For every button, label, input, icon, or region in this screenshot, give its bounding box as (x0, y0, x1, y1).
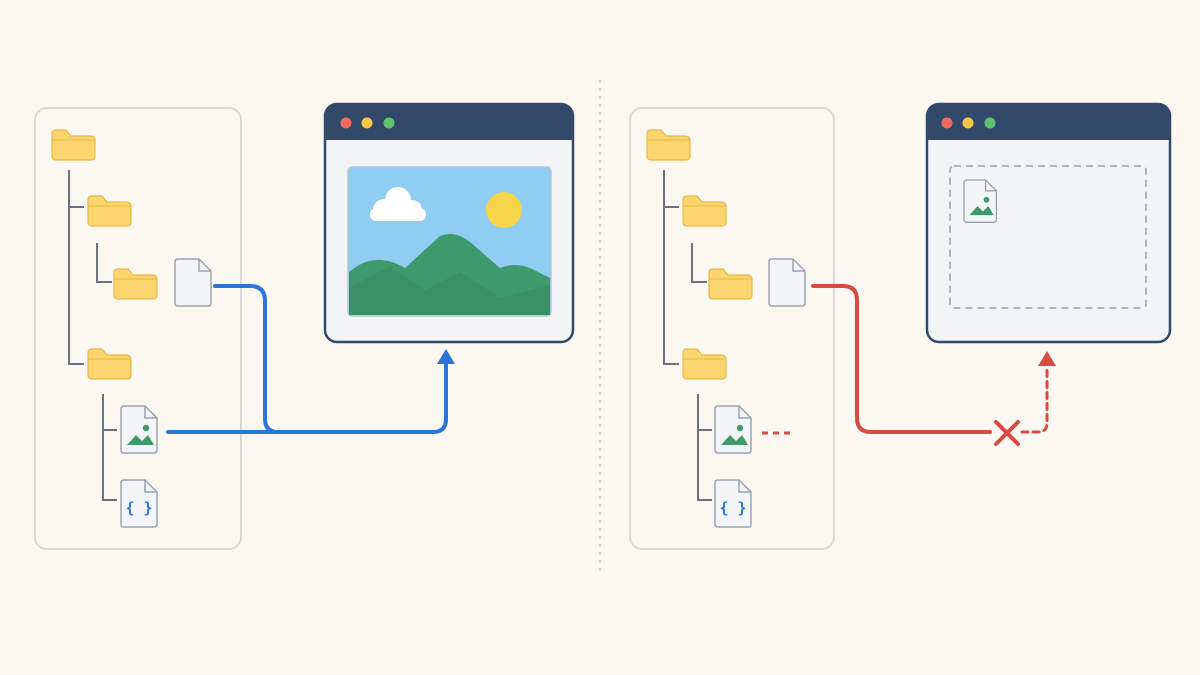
sun-shape (486, 192, 522, 228)
right-file-tree-panel (629, 107, 835, 550)
image-file-icon[interactable] (715, 406, 751, 453)
left-browser-window (323, 102, 575, 344)
close-dot[interactable] (340, 117, 352, 129)
folder-icon[interactable] (646, 129, 691, 161)
json-file-icon[interactable]: { } (120, 479, 158, 528)
cloud-shape (370, 187, 426, 221)
failure-arrow-head (1038, 351, 1056, 366)
folder-icon[interactable] (682, 195, 727, 227)
success-path (166, 284, 448, 434)
minimize-dot[interactable] (361, 117, 373, 129)
minimize-dot[interactable] (962, 117, 974, 129)
image-preview (347, 166, 552, 317)
x-mark-icon (994, 420, 1020, 446)
image-file-icon[interactable] (121, 406, 157, 453)
folder-icon[interactable] (87, 195, 132, 227)
json-file-glyph: { } (125, 499, 152, 517)
json-file-icon[interactable]: { } (714, 479, 752, 528)
right-browser-window (925, 102, 1172, 344)
failure-path (811, 284, 992, 434)
browser-titlebar (927, 104, 1170, 140)
success-arrow-head (437, 349, 455, 364)
close-dot[interactable] (941, 117, 953, 129)
folder-icon[interactable] (51, 129, 96, 161)
json-file-glyph: { } (719, 499, 746, 517)
left-file-tree-panel (34, 107, 242, 550)
browser-titlebar (325, 104, 573, 140)
right-tree-lines (663, 170, 712, 501)
document-icon[interactable] (768, 258, 806, 307)
broken-image-icon (964, 180, 996, 222)
document-icon[interactable] (174, 258, 212, 307)
folder-icon[interactable] (87, 348, 132, 380)
folder-icon[interactable] (708, 268, 753, 300)
folder-icon[interactable] (113, 268, 158, 300)
maximize-dot[interactable] (383, 117, 395, 129)
folder-icon[interactable] (682, 348, 727, 380)
failure-dashed-path (1020, 368, 1049, 434)
left-tree-lines (68, 170, 117, 501)
maximize-dot[interactable] (984, 117, 996, 129)
